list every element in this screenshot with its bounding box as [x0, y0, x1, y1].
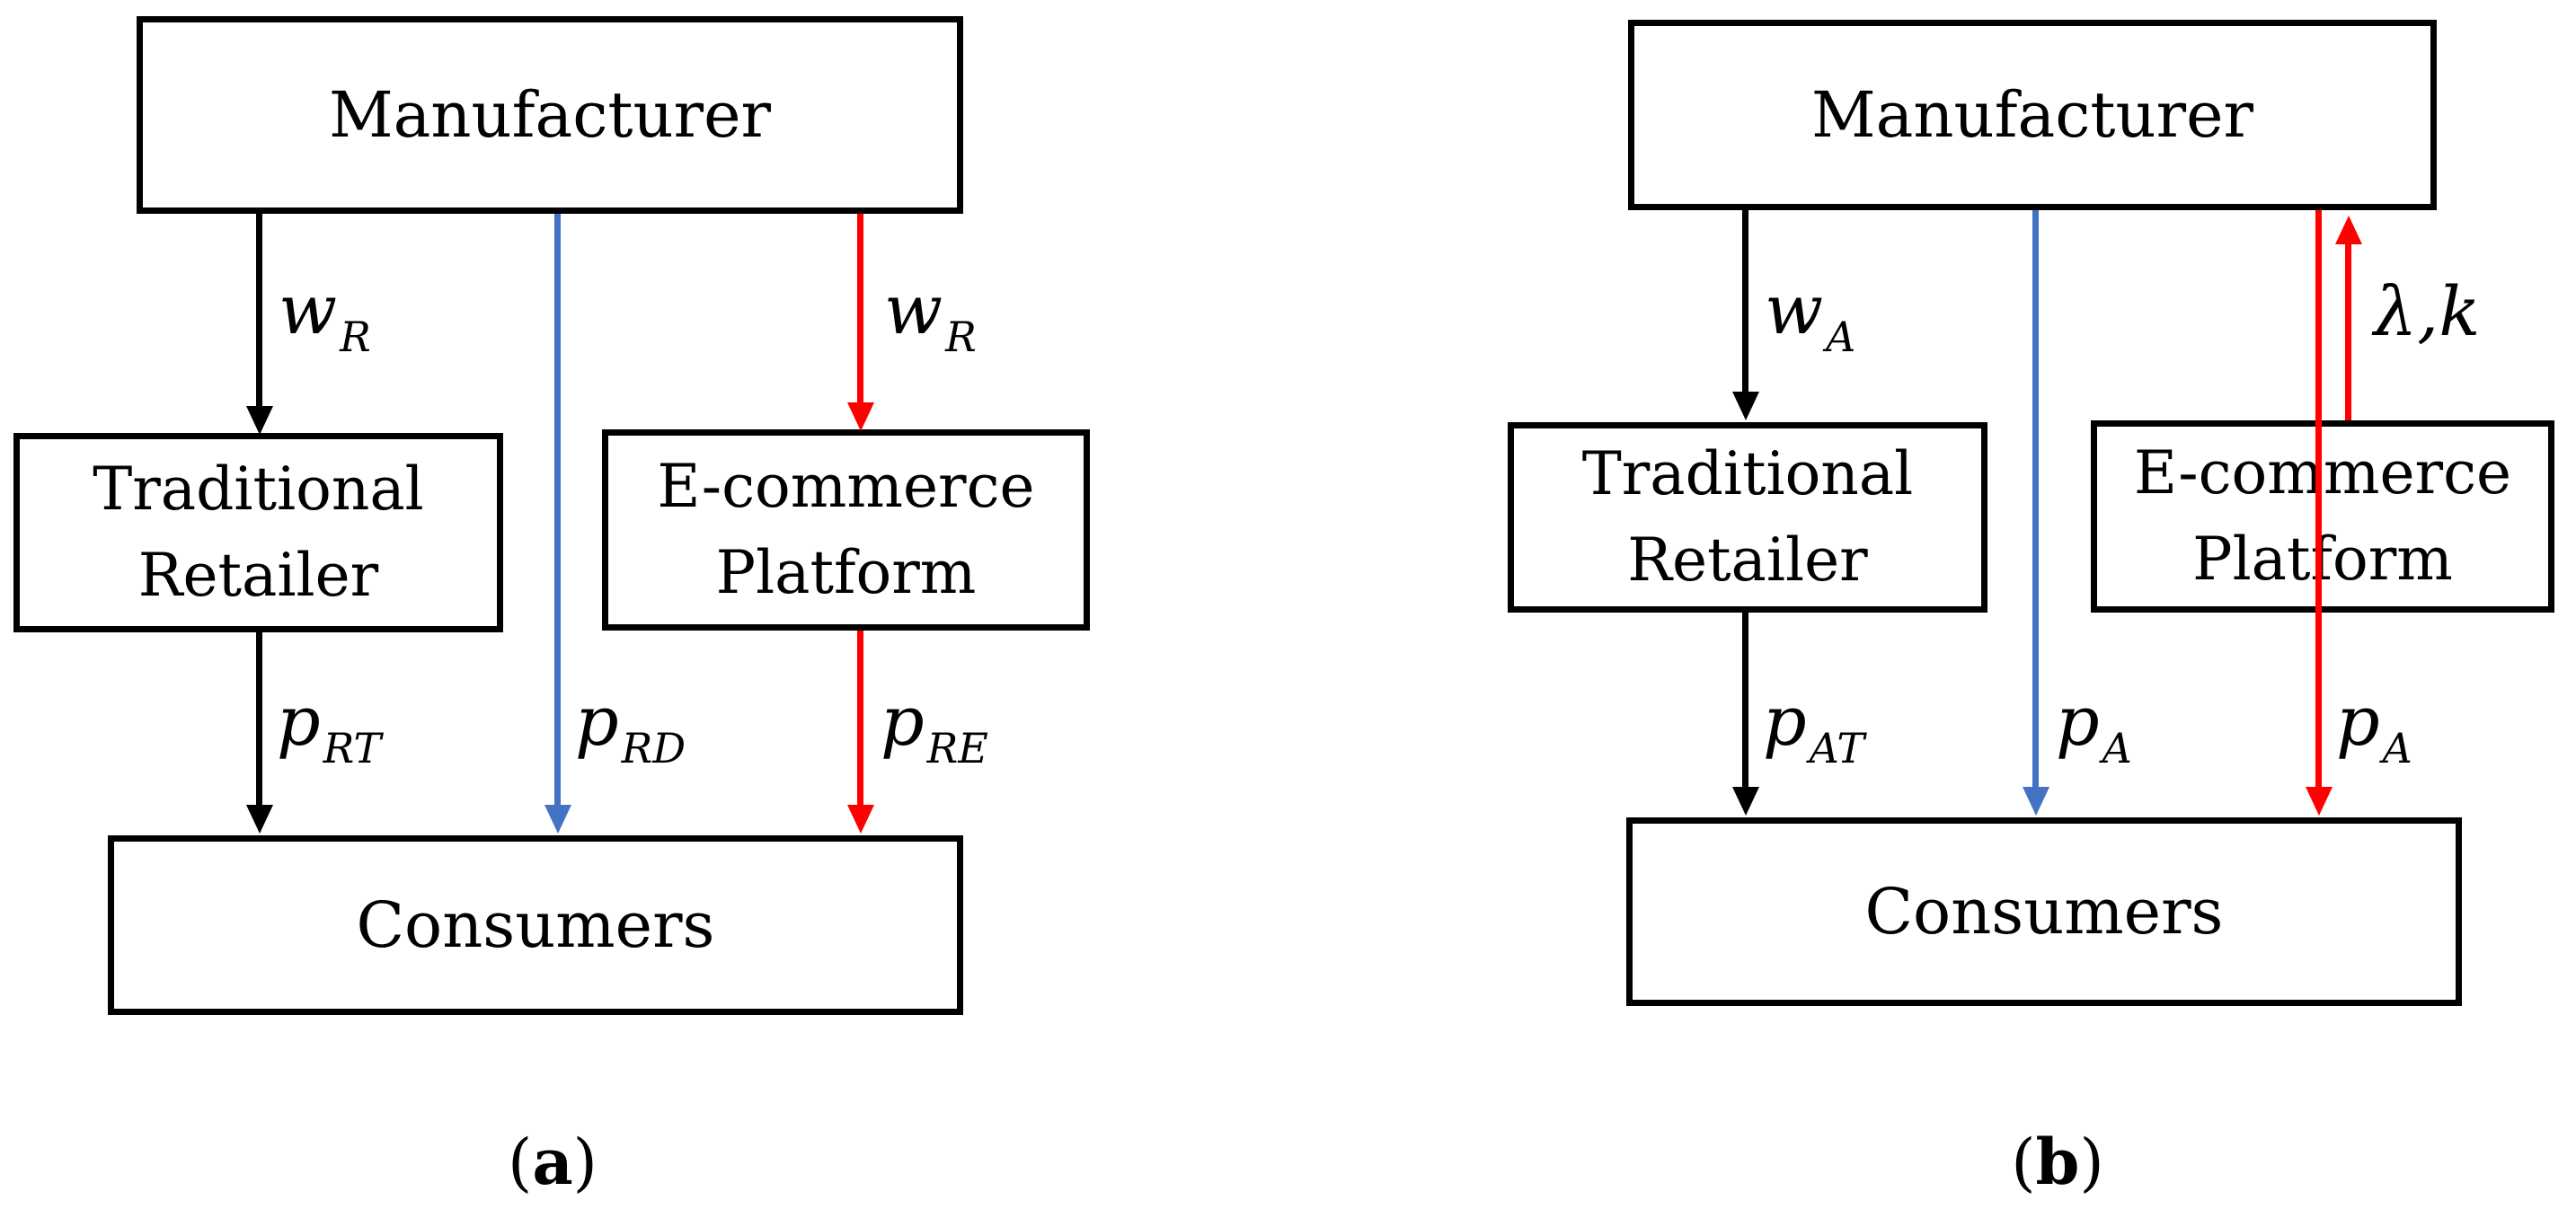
label-subscript: A: [2382, 724, 2412, 772]
arrow-line: [256, 214, 262, 406]
manufacturer-label-a: Manufacturer: [329, 77, 771, 152]
caption-open: (: [508, 1125, 533, 1199]
label-subscript: AT: [1809, 724, 1865, 772]
arrowhead-down-icon: [1732, 392, 1759, 420]
label-subscript: RT: [323, 724, 382, 772]
label-subscript: RD: [621, 724, 686, 772]
arrow-line: [2032, 210, 2039, 787]
label-platform-price-b: pA: [2336, 681, 2412, 772]
arrow-line: [2315, 210, 2322, 787]
arrow-line: [256, 632, 262, 805]
label-main: p: [2056, 681, 2100, 761]
label-main: p: [575, 681, 619, 761]
label-main: w: [279, 269, 338, 349]
platform-label-line2-b: Platform: [2192, 525, 2453, 594]
caption-close: ): [2079, 1125, 2104, 1199]
retailer-label-line1-a: Traditional: [93, 455, 424, 525]
label-wholesale-retailer-b: wA: [1765, 269, 1855, 361]
retailer-label-line1-b: Traditional: [1581, 439, 1914, 509]
platform-label-line2-a: Platform: [715, 538, 977, 607]
manufacturer-box-b: Manufacturer: [1628, 20, 2437, 210]
label-retail-price-a: pRT: [277, 681, 381, 772]
traditional-retailer-box-a: Traditional Retailer: [13, 433, 503, 632]
label-main: p: [881, 681, 925, 761]
label-wholesale-platform-a: wR: [884, 269, 977, 361]
arrowhead-up-icon: [2335, 216, 2362, 244]
arrowhead-down-icon: [2023, 787, 2049, 816]
label-main: w: [884, 269, 943, 349]
panel-caption-a: (a): [463, 1125, 642, 1199]
label-direct-price-a: pRD: [575, 681, 686, 772]
arrow-line: [554, 214, 561, 805]
consumers-label-a: Consumers: [356, 887, 715, 962]
arrow-line: [2345, 243, 2351, 420]
retailer-label-line2-b: Retailer: [1627, 525, 1868, 595]
arrowhead-down-icon: [847, 402, 874, 431]
manufacturer-label-b: Manufacturer: [1811, 77, 2253, 152]
arrowhead-down-icon: [246, 406, 273, 435]
label-subscript: A: [2102, 724, 2132, 772]
label-direct-price-b: pA: [2056, 681, 2132, 772]
arrowhead-down-icon: [1732, 787, 1759, 816]
caption-letter: b: [2035, 1125, 2080, 1199]
traditional-retailer-box-b: Traditional Retailer: [1508, 422, 1987, 613]
label-platform-price-a: pRE: [881, 681, 988, 772]
arrow-line: [857, 631, 863, 805]
label-commission-b: λ,k: [2374, 271, 2483, 363]
platform-label-line1-b: E-commerce: [2133, 438, 2512, 508]
label-wholesale-retailer-a: wR: [279, 269, 371, 361]
arrowhead-down-icon: [2306, 787, 2333, 816]
arrowhead-down-icon: [246, 805, 273, 834]
label-retail-price-b: pAT: [1763, 681, 1864, 772]
caption-letter: a: [532, 1125, 573, 1199]
ecommerce-platform-box-a: E-commerce Platform: [602, 429, 1090, 631]
platform-label-line1-a: E-commerce: [657, 452, 1035, 522]
label-subscript: RE: [926, 724, 988, 772]
retailer-label-line2-a: Retailer: [137, 541, 379, 610]
label-main: λ,k: [2374, 271, 2481, 351]
caption-close: ): [572, 1125, 598, 1199]
arrowhead-down-icon: [847, 805, 874, 834]
arrow-line: [1742, 613, 1748, 787]
arrow-line: [857, 214, 863, 402]
label-main: p: [2336, 681, 2380, 761]
label-main: p: [277, 681, 321, 761]
ecommerce-platform-box-b: E-commerce Platform: [2091, 420, 2554, 613]
caption-open: (: [2011, 1125, 2036, 1199]
label-main: p: [1763, 681, 1807, 761]
arrowhead-down-icon: [544, 805, 571, 834]
label-main: w: [1765, 269, 1824, 349]
consumers-box-a: Consumers: [108, 835, 963, 1015]
panel-caption-b: (b): [1968, 1125, 2147, 1199]
consumers-label-b: Consumers: [1864, 874, 2224, 949]
label-subscript: R: [340, 313, 371, 361]
arrow-line: [1742, 210, 1748, 392]
label-subscript: A: [1826, 313, 1856, 361]
manufacturer-box-a: Manufacturer: [137, 16, 963, 214]
consumers-box-b: Consumers: [1626, 817, 2462, 1006]
label-subscript: R: [945, 313, 977, 361]
